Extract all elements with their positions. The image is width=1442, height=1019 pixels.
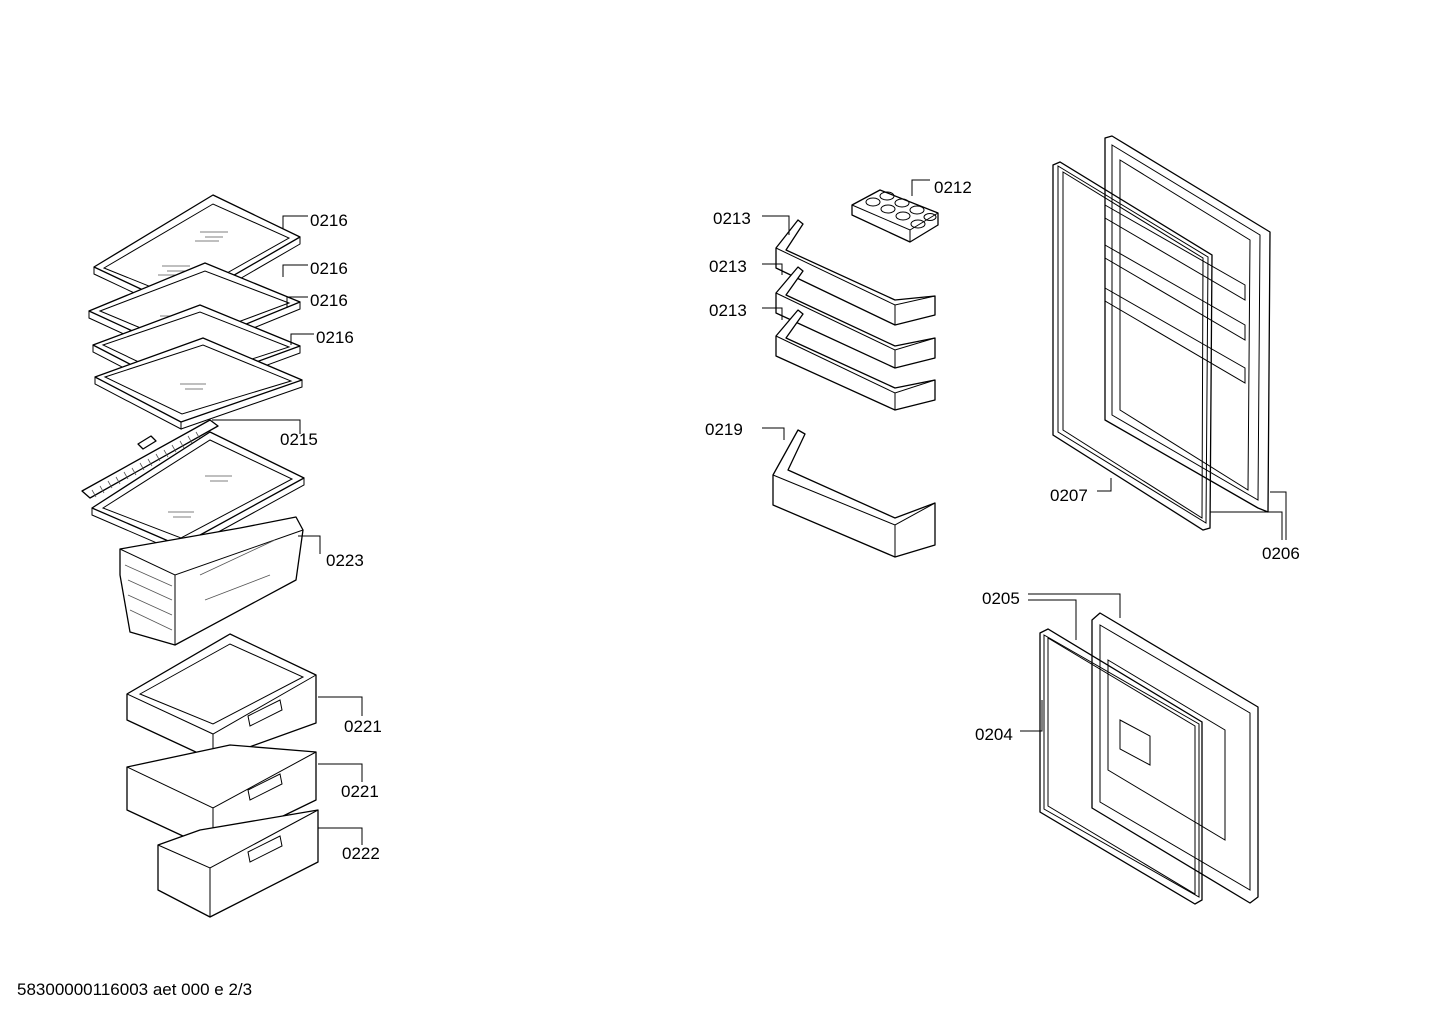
- label-0213: 0213: [709, 257, 747, 276]
- drawer-0221-1: [126, 633, 317, 761]
- label-0216: 0216: [310, 211, 348, 230]
- drawer-0222: [157, 809, 319, 918]
- door-shelf-0213-1: [775, 219, 936, 326]
- label-0221: 0221: [341, 782, 379, 801]
- label-0215: 0215: [280, 430, 318, 449]
- shelf-with-bottle-rack-0215: [81, 419, 305, 554]
- label-0212: 0212: [934, 178, 972, 197]
- fridge-door-gasket-0207: [1052, 161, 1213, 531]
- label-0207: 0207: [1050, 486, 1088, 505]
- door-shelf-0213-2: [775, 266, 936, 369]
- freezer-door-gasket-0204: [1039, 628, 1203, 905]
- bottle-shelf-0219: [772, 429, 936, 558]
- freezer-door-0205: [1091, 612, 1259, 904]
- label-0222: 0222: [342, 844, 380, 863]
- label-0213: 0213: [713, 209, 751, 228]
- label-0221: 0221: [344, 717, 382, 736]
- label-0205: 0205: [982, 589, 1020, 608]
- leader-lines: [212, 179, 1287, 845]
- label-0219: 0219: [705, 420, 743, 439]
- label-0213: 0213: [709, 301, 747, 320]
- label-0216: 0216: [310, 259, 348, 278]
- label-0206: 0206: [1262, 544, 1300, 563]
- egg-tray-0212: [851, 189, 939, 243]
- label-0216: 0216: [310, 291, 348, 310]
- label-0204: 0204: [975, 725, 1013, 744]
- document-footer-code: 58300000116003 aet 000 e 2/3: [17, 980, 253, 999]
- drawer-0223: [119, 516, 304, 646]
- glass-shelf-0216-4: [94, 337, 303, 430]
- drawer-0221-2: [126, 744, 317, 851]
- callout-labels: 0216 0216 0216 0216 0215 0223 0221 0221 …: [280, 178, 1300, 863]
- label-0223: 0223: [326, 551, 364, 570]
- door-shelf-0213-3: [775, 309, 936, 411]
- label-0216: 0216: [316, 328, 354, 347]
- fridge-door-0206: [1104, 135, 1271, 513]
